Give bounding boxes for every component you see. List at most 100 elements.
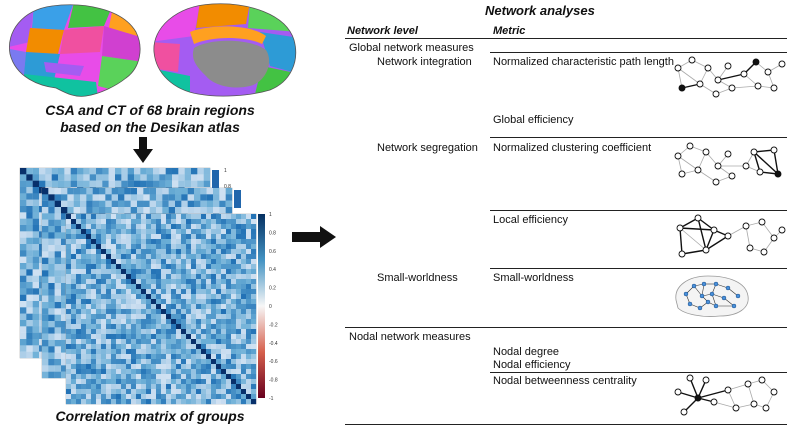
heatmap-cell [111,389,117,395]
matrix-front [65,213,257,405]
heatmap-cell [146,304,152,310]
heatmap-cell [231,264,237,270]
heatmap-cell [251,269,257,275]
heatmap-cell [91,239,97,245]
heatmap-cell [71,374,77,380]
heatmap-cell [71,364,77,370]
heatmap-cell [251,399,257,405]
heatmap-cell [191,229,197,235]
graph-node [710,226,718,234]
heatmap-cell [219,207,226,214]
colorbar-tick: 0.6 [269,249,276,255]
heatmap-cell [66,304,72,310]
heatmap-cell [146,219,152,225]
heatmap-cell [221,379,227,385]
graph-node [724,62,732,70]
heatmap-cell [26,168,33,175]
heatmap-cell [176,374,182,380]
heatmap-cell [206,324,212,330]
heatmap-cell [166,339,172,345]
colorbar-tick: -1 [269,396,274,402]
heatmap-cell [156,364,162,370]
heatmap-cell [66,339,72,345]
heatmap-cell [81,344,87,350]
heatmap-cell [181,194,188,201]
segregation-rule [490,137,787,138]
heatmap-cell [171,329,177,335]
heatmap-cell [81,339,87,345]
heatmap-cell [76,254,82,260]
heatmap-cell [91,379,97,385]
heatmap-cell [246,339,252,345]
heatmap-cell [151,349,157,355]
graph-node [714,76,722,84]
heatmap-cell [181,254,187,260]
heatmap-cell [156,214,162,220]
graph-node [762,404,770,412]
heatmap-cell [126,349,132,355]
heatmap-cell [96,384,102,390]
heatmap-cell [166,234,172,240]
heatmap-cell [130,207,138,214]
heatmap-cell [96,244,102,250]
heatmap-cell [231,309,237,315]
heatmap-cell [149,194,157,201]
heatmap-cell [61,371,68,379]
heatmap-cell [146,214,152,220]
heatmap-cell [231,259,237,265]
network-graph-icon [674,374,778,416]
heatmap-cell [191,219,197,225]
heatmap-cell [221,369,227,375]
heatmap-cell [151,284,157,290]
heatmap-cell [32,174,40,181]
heatmap-cell [111,264,117,270]
heatmap-cell [206,239,212,245]
heatmap-cell [201,299,207,305]
heatmap-cell [241,399,247,405]
heatmap-cell [206,264,212,270]
heatmap-cell [116,239,122,245]
heatmap-cell [161,354,167,360]
heatmap-cell [216,269,222,275]
heatmap-cell [176,254,182,260]
heatmap-cell [136,269,142,275]
heatmap-cell [111,239,117,245]
heatmap-cell [168,188,176,195]
heatmap-cell [91,319,97,325]
heatmap-cell [71,314,77,320]
global-measures-label: Global network measures [349,42,474,54]
heatmap-cell [76,259,82,265]
heatmap-cell [48,213,55,220]
heatmap-cell [106,284,112,290]
heatmap-cell [96,234,102,240]
heatmap-cell [131,269,137,275]
network-segregation-label: Network segregation [377,142,478,154]
graph-node [705,299,711,305]
heatmap-cell [89,174,97,181]
heatmap-cell [241,359,247,365]
heatmap-cell [236,254,242,260]
heatmap-cell [241,234,247,240]
heatmap-cell [146,234,152,240]
heatmap-cell [226,214,232,220]
heatmap-cell [186,304,192,310]
heatmap-cell [121,224,127,230]
heatmap-cell [32,231,40,238]
heatmap-cell [141,274,147,280]
heatmap-cell [80,188,87,195]
heatmap-cell [20,313,27,321]
heatmap-cell [171,334,177,340]
graph-node [770,388,778,396]
heatmap-cell [54,251,62,258]
heatmap-cell [137,188,144,195]
heatmap-cell [111,329,117,335]
heatmap-cell [91,384,97,390]
heatmap-cell [141,319,147,325]
heatmap-cell [136,359,142,365]
heatmap-cell [92,194,100,201]
heatmap-cell [153,174,160,181]
heatmap-cell [71,254,77,260]
heatmap-cell [206,207,214,214]
heatmap-cell [211,344,217,350]
heatmap-cell [146,168,154,175]
